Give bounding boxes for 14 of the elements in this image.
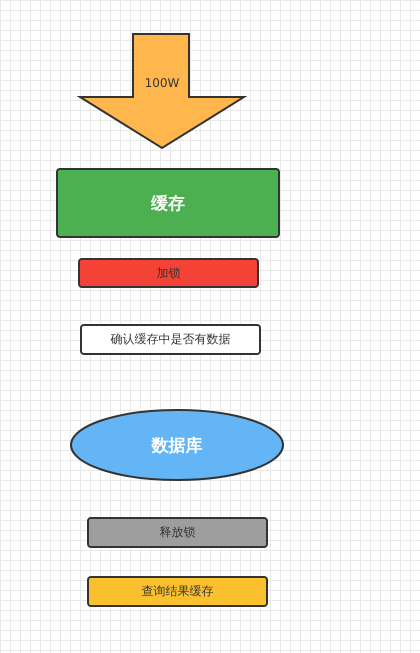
- node-label: 缓存: [151, 192, 185, 214]
- process-box: [87, 517, 268, 548]
- node-label: 确认缓存中是否有数据: [110, 331, 230, 348]
- node-label: 查询结果缓存: [142, 583, 214, 600]
- process-box: [78, 258, 259, 288]
- process-box: [56, 168, 280, 238]
- block-arrow: [79, 33, 245, 149]
- node-label: 100W: [144, 76, 180, 90]
- process-box: [80, 324, 261, 355]
- database-ellipse: [70, 409, 284, 481]
- node-label: 数据库: [152, 434, 202, 456]
- node-label: 释放锁: [160, 524, 196, 541]
- process-box: [87, 576, 268, 607]
- node-label: 加锁: [156, 264, 180, 282]
